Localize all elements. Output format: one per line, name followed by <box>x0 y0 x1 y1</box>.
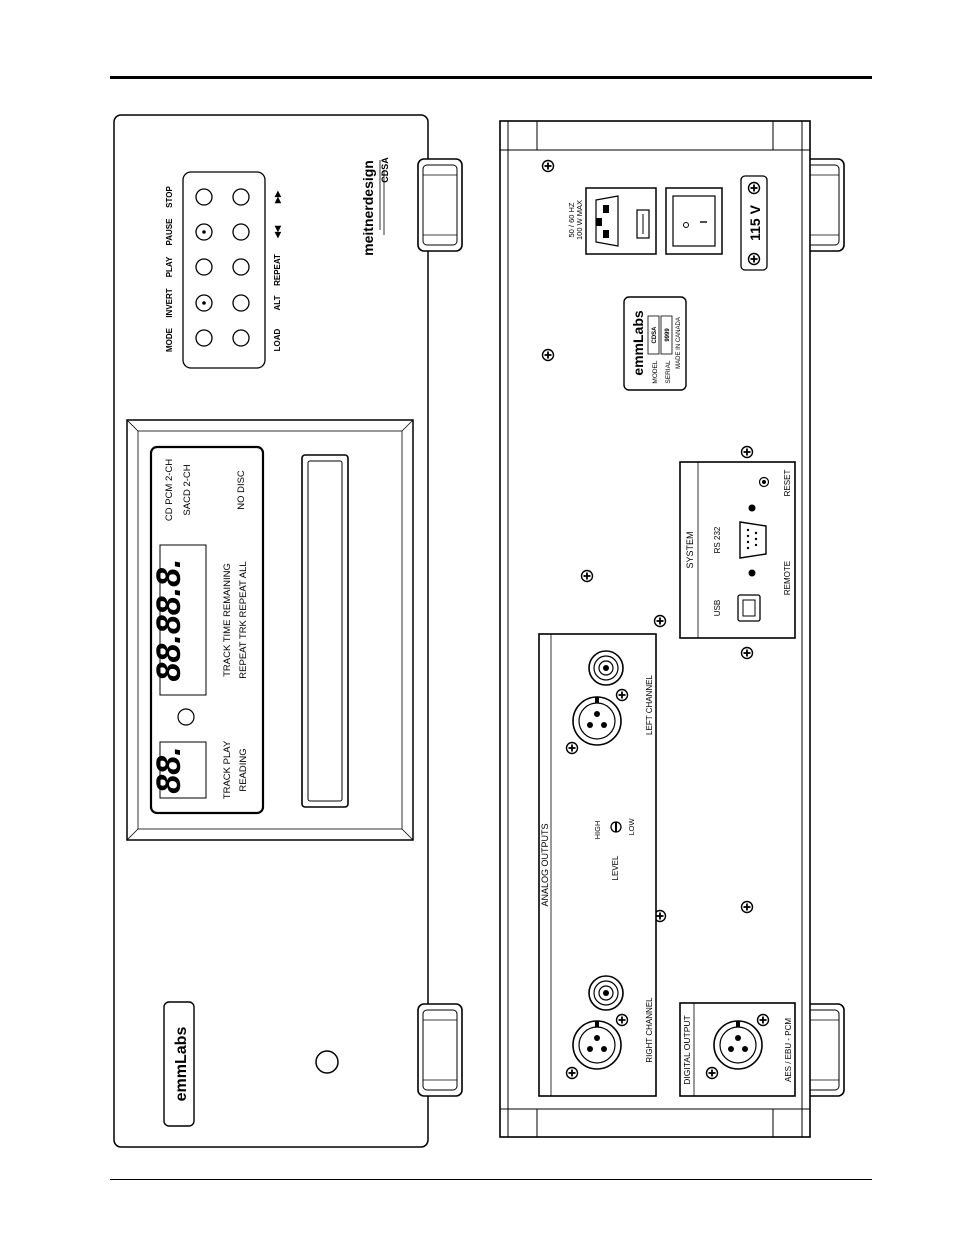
footer-rule <box>110 1179 872 1180</box>
label-stop: STOP <box>165 186 174 208</box>
digital-label: AES / EBU - PCM <box>784 1018 793 1082</box>
lcd-track-play: TRACK PLAY <box>222 740 233 799</box>
label-mode: MODE <box>165 327 174 352</box>
power-spec-1: 50 / 60 HZ <box>567 202 576 237</box>
xlr-left[interactable] <box>572 696 622 746</box>
lcd-time-digits: 88.88.8. <box>150 559 188 682</box>
label-pause: PAUSE <box>165 218 174 246</box>
reset-label: RESET <box>783 470 792 497</box>
brand-model: CDSA <box>380 157 390 183</box>
voltage-plate <box>740 175 768 271</box>
label-load: LOAD <box>273 328 282 351</box>
xlr-right[interactable] <box>572 1020 622 1070</box>
label-prev: ◀◀ <box>273 225 282 239</box>
digital-title: DIGITAL OUTPUT <box>682 1015 692 1084</box>
front-logo: emmLabs <box>173 1027 190 1102</box>
power-button[interactable] <box>315 1050 339 1074</box>
label-play: PLAY <box>165 256 174 277</box>
lcd-no-disc: NO DISC <box>236 470 247 510</box>
usb-label: USB <box>713 600 722 616</box>
button-row-top[interactable] <box>195 188 213 347</box>
brand-meitnerdesign: meitnerdesign <box>360 160 376 256</box>
lcd-reading: READING <box>238 748 249 791</box>
lcd-sacd: SACD 2-CH <box>182 464 193 515</box>
button-row-bottom[interactable] <box>232 188 250 347</box>
right-channel-label: RIGHT CHANNEL <box>645 997 654 1063</box>
label-invert: INVERT <box>165 288 174 317</box>
rca-left[interactable] <box>588 650 624 686</box>
label-alt: ALT <box>273 295 282 310</box>
rca-right[interactable] <box>588 975 624 1011</box>
button-block <box>182 171 266 369</box>
system-title: SYSTEM <box>685 531 695 568</box>
level-high: HIGH <box>593 821 602 840</box>
nameplate-brand: emmLabs <box>630 310 646 376</box>
label-next: ▶▶ <box>273 190 282 204</box>
rs232-label: RS 232 <box>713 526 722 553</box>
label-repeat: REPEAT <box>273 254 282 286</box>
disc-tray[interactable] <box>301 454 349 808</box>
level-low: LOW <box>627 818 636 836</box>
voltage-label: 115 V <box>747 204 763 240</box>
lcd-cd-pcm: CD PCM 2-CH <box>164 459 175 521</box>
lcd-track-time: TRACK TIME REMAINING <box>222 563 233 677</box>
lcd-track-digits: 88. <box>150 746 188 793</box>
front-panel: STOP PAUSE PLAY INVERT MODE ▶▶ ◀◀ REPEAT… <box>113 114 429 1148</box>
ir-sensor <box>177 708 195 726</box>
remote-label: REMOTE <box>783 561 792 595</box>
front-logo-badge <box>163 1001 195 1127</box>
header-rule <box>110 76 872 79</box>
power-spec-2: 100 W MAX <box>575 200 584 240</box>
nameplate-serial-label: SERIAL <box>665 360 672 384</box>
nameplate-model-value: CDSA <box>652 326 658 344</box>
left-channel-label: LEFT CHANNEL <box>645 675 654 735</box>
level-label: LEVEL <box>611 855 620 880</box>
rs232-port[interactable] <box>739 521 767 559</box>
nameplate-made: MADE IN CANADA <box>676 317 682 369</box>
lcd-repeat: REPEAT TRK REPEAT ALL <box>238 561 249 678</box>
nameplate <box>623 296 687 391</box>
nameplate-model-label: MODEL <box>652 360 659 384</box>
rear-panel: 50 / 60 HZ 100 W MAX 115 V emmLabs MODEL… <box>417 120 845 1138</box>
nameplate-serial-value: 9999 <box>665 328 671 342</box>
analog-title: ANALOG OUTPUTS <box>540 823 550 906</box>
xlr-digital[interactable] <box>713 1020 763 1070</box>
